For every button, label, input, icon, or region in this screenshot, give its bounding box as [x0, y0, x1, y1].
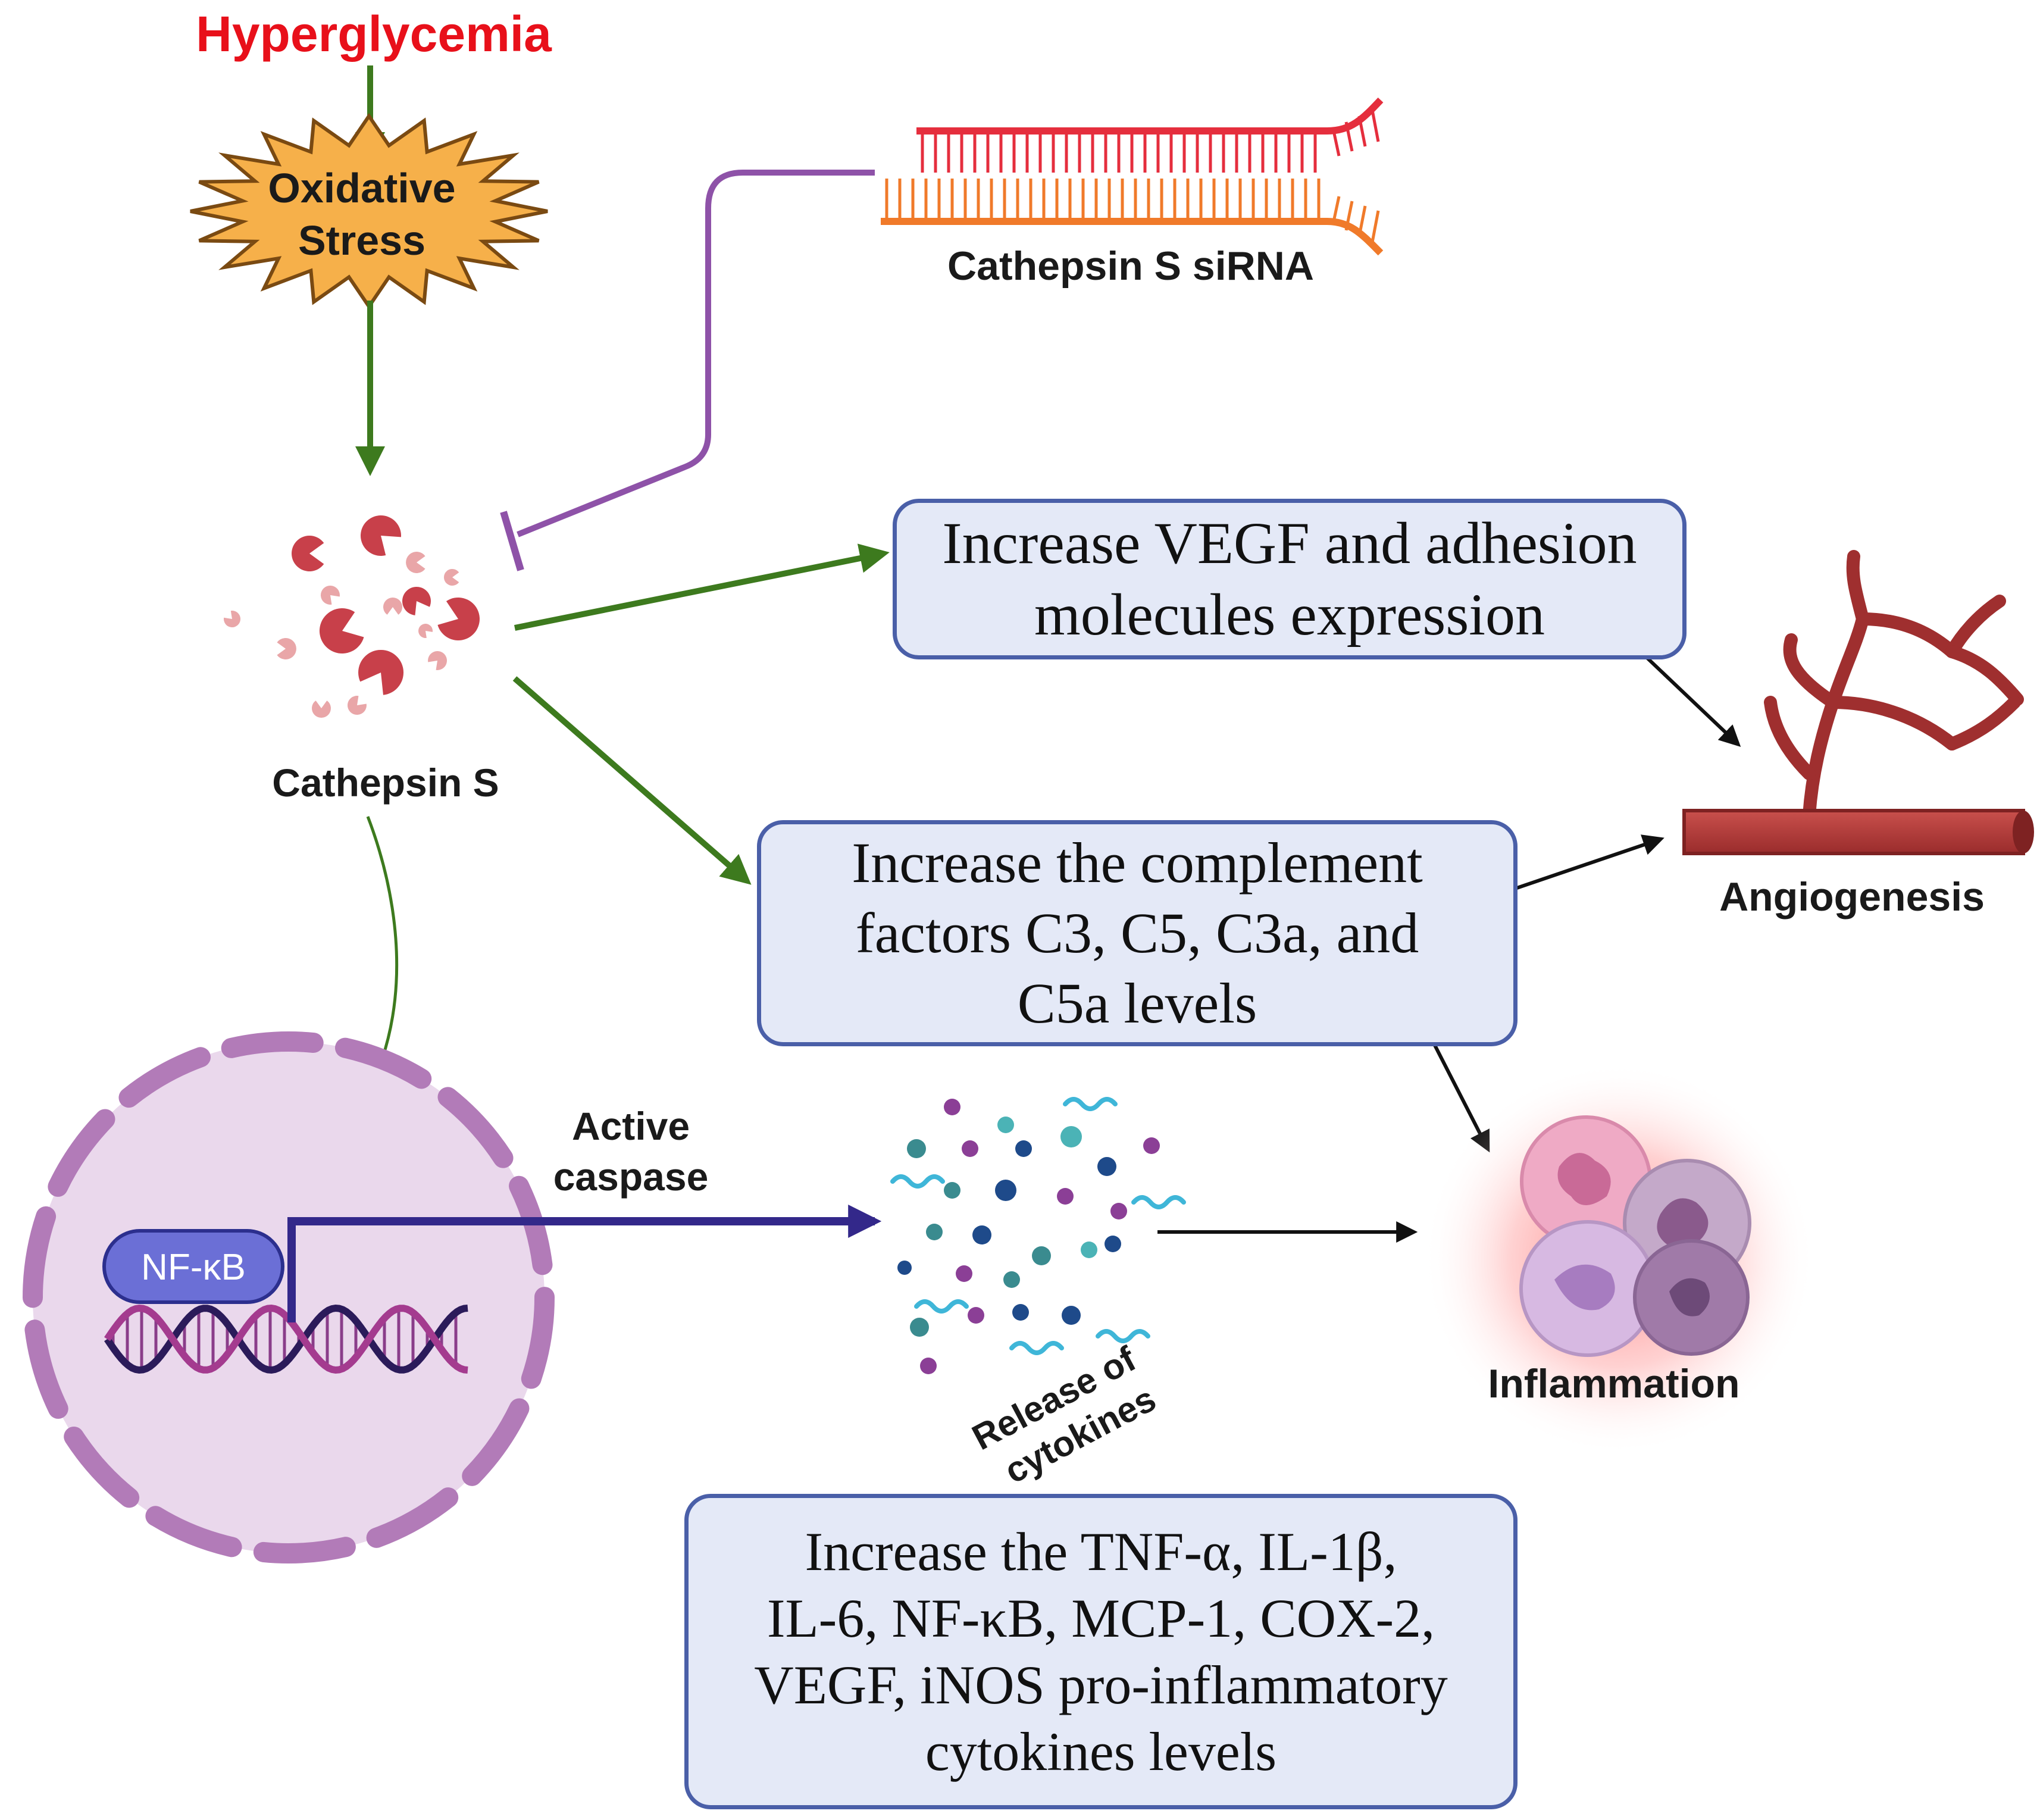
inflammation-label: Inflammation — [1488, 1361, 1739, 1406]
nfkb-pill — [102, 1229, 284, 1304]
cytokines-box-line4: cytokines levels — [925, 1721, 1277, 1782]
cathepsin-enzyme-icon — [224, 515, 480, 718]
cathepsin-s-label: Cathepsin S — [272, 761, 499, 805]
complement-box-line1: Increase the complement — [852, 831, 1423, 895]
complement-box: Increase the complement factors C3, C5, … — [757, 820, 1518, 1046]
complement-to-angiogenesis-arrow — [1511, 834, 1664, 892]
immune-cells-icon — [1422, 1062, 1815, 1455]
cathepsin-to-vegf-arrow — [514, 543, 890, 631]
vegf-box: Increase VEGF and adhesion molecules exp… — [893, 499, 1687, 659]
cathepsin-to-complement-arrow — [512, 676, 752, 885]
complement-box-line2: factors C3, C5, C3a, and — [855, 901, 1419, 965]
cytokine-particles-icon — [890, 1097, 1186, 1374]
angiogenesis-label: Angiogenesis — [1719, 874, 1985, 920]
vegf-box-line1: Increase VEGF and adhesion — [942, 510, 1637, 576]
cytokines-box-line3: VEGF, iNOS pro-inflammatory — [754, 1655, 1448, 1715]
oxidative-stress-label-line2: Stress — [298, 217, 425, 264]
caspase-arrow — [287, 1205, 882, 1322]
active-caspase-label-line2: caspase — [553, 1155, 709, 1199]
cytokines-box-line2: IL-6, NF-κB, MCP-1, COX-2, — [766, 1588, 1435, 1649]
complement-box-line3: C5a levels — [1017, 971, 1257, 1035]
active-caspase-label-line1: Active — [572, 1104, 690, 1148]
hyperglycemia-label: Hyperglycemia — [196, 6, 552, 62]
cytokines-box: Increase the TNF-α, IL-1β, IL-6, NF-κB, … — [684, 1494, 1518, 1809]
sirna-inhibition-line — [517, 170, 875, 537]
oxidative-stress-label-line1: Oxidative — [268, 165, 455, 211]
vegf-box-line2: molecules expression — [1034, 581, 1545, 648]
sirna-label: Cathepsin S siRNA — [947, 243, 1314, 289]
sirna-strand-icon — [881, 97, 1384, 256]
starburst-icon — [190, 112, 548, 310]
blood-vessel-icon — [1682, 550, 2034, 855]
nfkb-label: NF-κB — [141, 1247, 246, 1288]
inhibition-bar — [500, 511, 524, 571]
cytokines-box-line1: Increase the TNF-α, IL-1β, — [805, 1521, 1397, 1582]
